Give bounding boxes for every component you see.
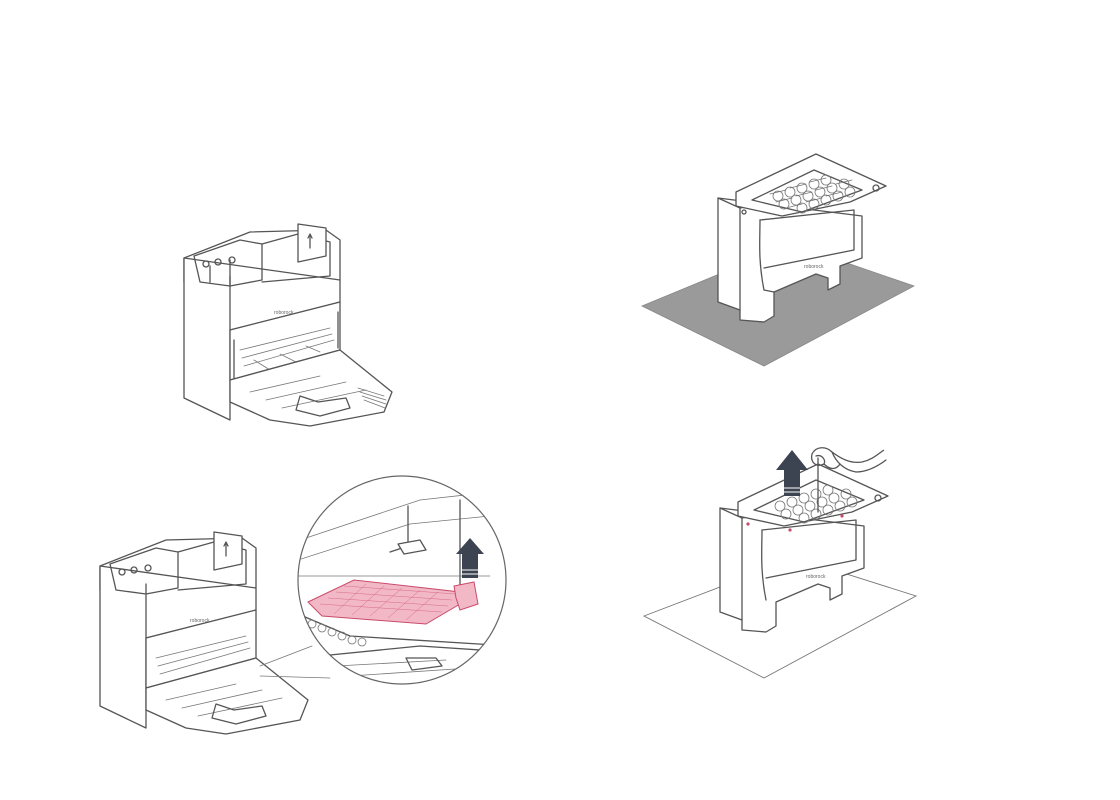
dock-filter-illustration: roborock — [99, 475, 507, 735]
dock-base-logo: roborock — [804, 264, 824, 270]
magnify-leader-line — [259, 645, 331, 679]
filter-pull-tab — [453, 581, 479, 611]
dock-small-logo: roborock — [190, 618, 210, 624]
panel-dock-overview: roborock — [170, 220, 410, 430]
panel-dock-filter-removal: roborock — [90, 475, 530, 750]
dock-base: roborock — [717, 153, 887, 323]
lift-arrow-icon — [456, 538, 484, 578]
magnified-detail — [297, 475, 507, 685]
tray-filter-pull-illustration: roborock — [642, 447, 918, 679]
dock-base-2-logo: roborock — [806, 574, 826, 580]
dock-logo: roborock — [274, 310, 294, 316]
dock-small: roborock — [99, 531, 309, 735]
dock-illustration: roborock — [183, 223, 393, 427]
dock-base-on-mat-illustration: roborock — [641, 153, 915, 367]
hand-icon — [810, 447, 887, 473]
dock-base-2: roborock — [719, 463, 889, 633]
panel-dock-on-mat: roborock — [640, 150, 920, 370]
pull-up-arrow-icon — [776, 450, 808, 496]
panel-tray-filter-pull: roborock — [640, 440, 920, 690]
